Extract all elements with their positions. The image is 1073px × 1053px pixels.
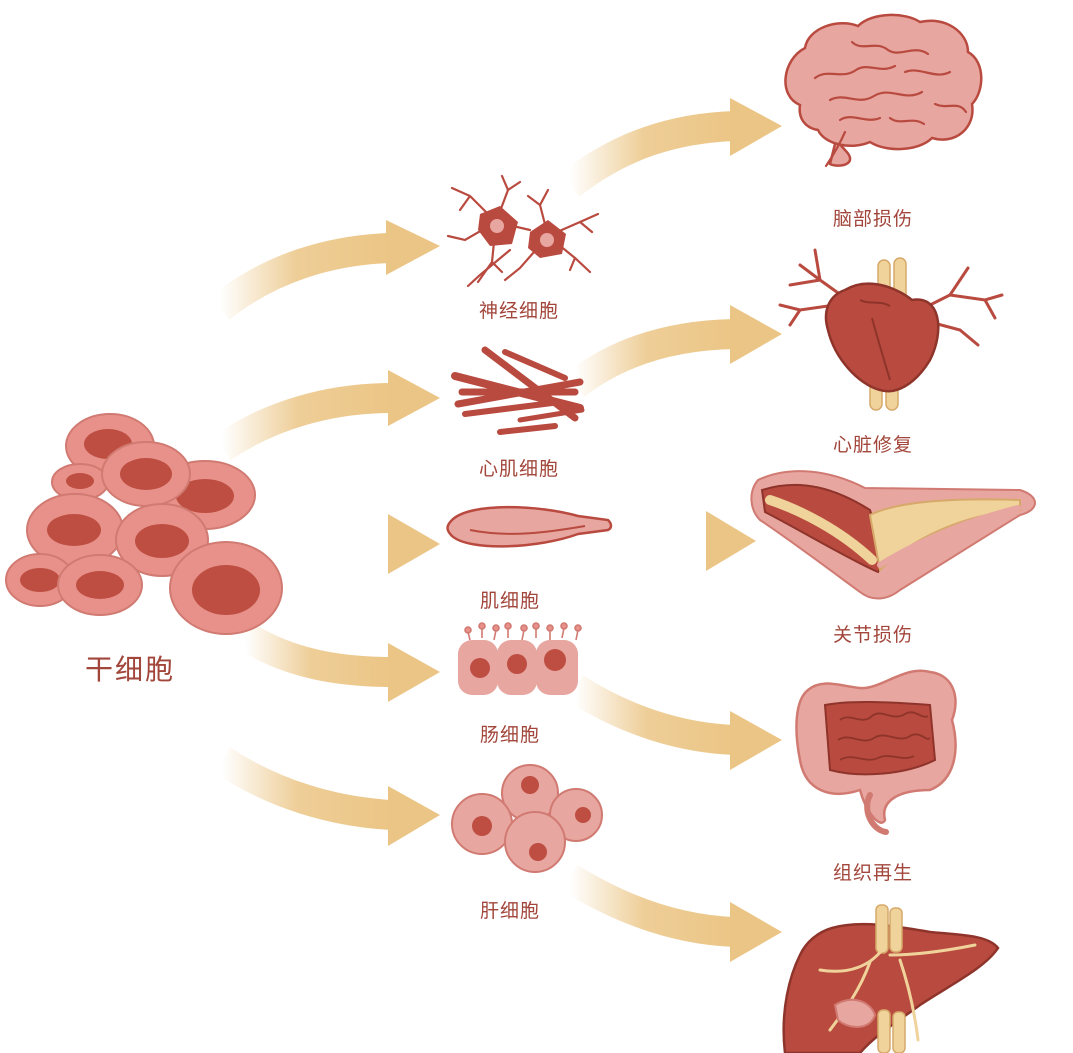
brain-injury-label: 脑部损伤 [832, 208, 914, 230]
arrow-cardiomyocyte-to-heart [565, 305, 782, 397]
hepatocyte-illustration [451, 764, 603, 873]
brain-illustration [784, 13, 983, 168]
muscle-cell-illustration [446, 505, 613, 548]
stem-cell-label: 干细胞 [84, 653, 176, 686]
joint-injury-label: 关节损伤 [832, 624, 914, 646]
tissue-regeneration-label: 组织再生 [832, 862, 914, 884]
arrow-muscle-to-joint [600, 511, 756, 571]
neuron-illustration [446, 174, 600, 288]
cardiomyocyte-illustration [451, 346, 585, 435]
joint-illustration [750, 470, 1036, 600]
arrow-stem-to-neuron [210, 220, 440, 320]
arrow-stem-to-intestinal [237, 623, 440, 702]
arrow-intestinal-to-tissue [566, 675, 782, 770]
arrow-neuron-to-brain [560, 98, 782, 197]
stem-cell-cluster [5, 413, 283, 635]
intestinal-cell-illustration [458, 622, 582, 695]
intestine-illustration [795, 669, 957, 835]
liver-illustration [782, 904, 1000, 1053]
arrow-hepatocyte-to-liver [562, 865, 782, 962]
arrow-stem-to-cardiomyocyte [213, 370, 440, 461]
hepatocyte-label: 肝细胞 [479, 900, 541, 922]
arrow-stem-to-hepatocyte [213, 747, 440, 846]
neuron-bodies [478, 206, 566, 258]
neuron-label: 神经细胞 [478, 300, 560, 322]
muscle-cell-label: 肌细胞 [479, 590, 541, 612]
stem-cell [57, 554, 143, 616]
arrow-stem-to-muscle [262, 514, 440, 574]
intestinal-cell-label: 肠细胞 [479, 724, 541, 746]
heart-repair-label: 心脏修复 [832, 434, 914, 456]
stem-cell [5, 553, 75, 607]
stem-cell [101, 441, 191, 507]
cardiomyocyte-label: 心肌细胞 [478, 458, 560, 480]
heart-illustration [778, 248, 1004, 411]
stem-cell [169, 541, 283, 635]
